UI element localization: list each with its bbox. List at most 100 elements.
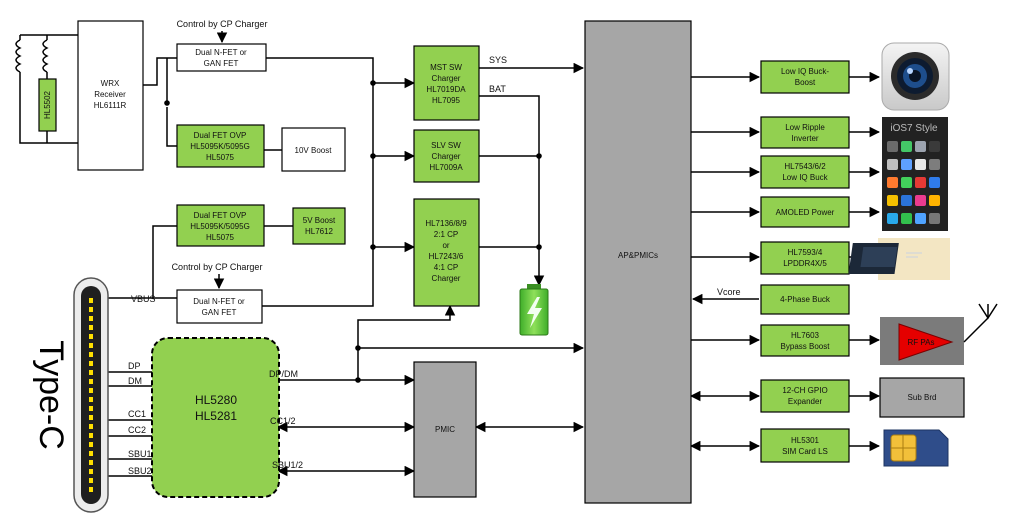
block-gpio-expander: 12-CH GPIO Expander — [760, 379, 850, 413]
block-ap-pmics-label: AP&PMICs — [618, 251, 658, 260]
block-ovp-top-line: Dual FET OVP — [194, 131, 247, 140]
rf-amplifier-icon: RF PAs — [880, 317, 964, 365]
vbus-label: VBUS — [131, 294, 156, 304]
coil-icon — [15, 39, 49, 73]
block-slv-line: Charger — [432, 152, 461, 161]
block-hl5280-line: HL5280 — [195, 393, 237, 407]
pin-label-sbu2: SBU2 — [128, 466, 152, 476]
sbu12-label: SBU1/2 — [272, 460, 303, 470]
block-10v-boost-label: 10V Boost — [295, 146, 333, 155]
block-r7-line: Bypass Boost — [781, 342, 831, 351]
control-by-cp-charger-label: Control by CP Charger — [177, 19, 268, 29]
pin-label-dm: DM — [128, 376, 142, 386]
block-r1-line: Low IQ Buck- — [781, 67, 829, 76]
block-ovp-bottom: Dual FET OVP HL5095K/5095G HL5075 — [176, 204, 265, 247]
block-cp-line: Charger — [432, 274, 461, 283]
sim-card-icon — [883, 429, 949, 467]
junction-dot — [370, 153, 376, 159]
block-r6-label: 4-Phase Buck — [780, 295, 831, 304]
pin-label-sbu1: SBU1 — [128, 449, 152, 459]
block-5v-boost: 5V Boost HL7612 — [292, 207, 346, 245]
block-hl7593-lpddr: HL7593/4 LPDDR4X/5 — [760, 241, 850, 275]
junction-dot — [536, 244, 542, 250]
block-5v-boost-line: HL7612 — [305, 227, 334, 236]
block-r9-line: HL5301 — [791, 436, 820, 445]
block-r4-label: AMOLED Power — [776, 208, 835, 217]
block-ap-pmics: AP&PMICs — [584, 20, 692, 504]
block-10v-boost: 10V Boost — [281, 127, 346, 172]
block-mst-line: HL7019DA — [426, 85, 466, 94]
block-slv-charger: SLV SW Charger HL7009A — [413, 129, 480, 183]
block-wrx: WRX Receiver HL6111R — [77, 20, 144, 171]
block-pmic: PMIC — [413, 361, 477, 498]
block-cp-line: 2:1 CP — [434, 230, 458, 239]
block-dual-nfet-top-line: GAN FET — [204, 59, 239, 68]
block-amoled-power: AMOLED Power — [760, 196, 850, 228]
block-r7-line: HL7603 — [791, 331, 820, 340]
block-hl5502-label: HL5502 — [43, 90, 52, 119]
vcore-label: Vcore — [717, 287, 741, 297]
type-c-label: Type-C — [32, 340, 70, 450]
app-grid — [887, 141, 940, 224]
block-sub-brd-label: Sub Brd — [908, 393, 937, 402]
junction-dots — [164, 80, 542, 383]
block-mst-line: MST SW — [430, 63, 462, 72]
block-r9-line: SIM Card LS — [782, 447, 828, 456]
block-dual-nfet-top-line: Dual N-FET or — [195, 48, 247, 57]
block-mst-charger: MST SW Charger HL7019DA HL7095 — [413, 45, 480, 121]
block-mst-line: HL7095 — [432, 96, 461, 105]
block-hl5280-line: HL5281 — [195, 409, 237, 423]
block-cp-line: HL7136/8/9 — [425, 219, 467, 228]
block-hl5301-sim-ls: HL5301 SIM Card LS — [760, 428, 850, 463]
block-dual-nfet-top: Dual N-FET or GAN FET — [176, 43, 267, 72]
ios7-apps-icon: iOS7 Style — [882, 117, 948, 231]
block-cp-line: 4:1 CP — [434, 263, 458, 272]
block-cp-charger: HL7136/8/9 2:1 CP or HL7243/6 4:1 CP Cha… — [413, 198, 480, 307]
block-slv-line: SLV SW — [431, 141, 461, 150]
camera-icon — [881, 42, 950, 111]
block-dual-nfet-bottom-line: GAN FET — [202, 308, 237, 317]
block-hl5280: HL5280 HL5281 — [151, 337, 280, 498]
block-sub-brd: Sub Brd — [879, 377, 965, 418]
block-r1-line: Boost — [795, 78, 816, 87]
block-hl7603-bypass-boost: HL7603 Bypass Boost — [760, 324, 850, 357]
block-ovp-top-line: HL5095K/5095G — [190, 142, 250, 151]
cc12-label: CC1/2 — [270, 416, 296, 426]
bat-label: BAT — [489, 84, 506, 94]
junction-dot — [370, 80, 376, 86]
block-slv-line: HL7009A — [429, 163, 463, 172]
block-4-phase-buck: 4-Phase Buck — [760, 284, 850, 315]
block-ovp-top: Dual FET OVP HL5095K/5095G HL5075 — [176, 124, 265, 168]
block-r8-line: 12-CH GPIO — [782, 386, 827, 395]
block-ovp-bottom-line: Dual FET OVP — [194, 211, 247, 220]
block-ovp-bottom-line: HL5095K/5095G — [190, 222, 250, 231]
sys-label: SYS — [489, 55, 507, 65]
dp-dm-label: DP/DM — [269, 369, 298, 379]
block-5v-boost-line: 5V Boost — [303, 216, 336, 225]
pin-label-cc1: CC1 — [128, 409, 146, 419]
block-hl7543-low-iq-buck: HL7543/6/2 Low IQ Buck — [760, 155, 850, 189]
junction-dot — [164, 100, 170, 106]
block-r3-line: Low IQ Buck — [782, 173, 828, 182]
block-cp-line: or — [442, 241, 449, 250]
battery-icon — [519, 284, 549, 336]
block-wrx-line: WRX — [101, 79, 120, 88]
block-ovp-bottom-line: HL5075 — [206, 233, 235, 242]
wires — [19, 31, 881, 477]
block-dual-nfet-bottom-line: Dual N-FET or — [193, 297, 245, 306]
junction-dot — [536, 153, 542, 159]
junction-dot — [370, 244, 376, 250]
block-mst-line: Charger — [432, 74, 461, 83]
block-low-ripple-inverter: Low Ripple Inverter — [760, 116, 850, 149]
block-r5-line: HL7593/4 — [788, 248, 823, 257]
pin-label-cc2: CC2 — [128, 425, 146, 435]
block-r3-line: HL7543/6/2 — [784, 162, 826, 171]
block-pmic-label: PMIC — [435, 425, 455, 434]
block-r8-line: Expander — [788, 397, 823, 406]
junction-dot — [355, 345, 361, 351]
antenna-icon — [963, 303, 998, 343]
block-cp-line: HL7243/6 — [429, 252, 464, 261]
block-wrx-line: Receiver — [94, 90, 126, 99]
junction-dot — [355, 377, 361, 383]
